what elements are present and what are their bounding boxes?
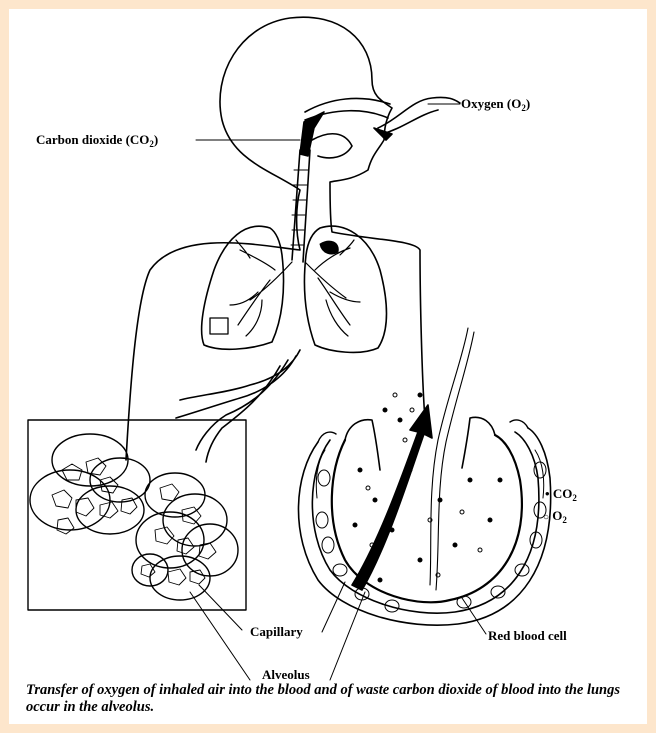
carbon-dioxide-label: Carbon dioxide (CO2)	[36, 132, 158, 149]
alveolus-label: Alveolus	[262, 667, 310, 683]
leader-lines	[190, 104, 486, 680]
legend-co2: • CO2	[545, 486, 577, 503]
co2-exhale-arrow-icon	[300, 112, 324, 156]
co2-dot-icon: •	[545, 486, 550, 501]
alveolus-cross-section-icon	[298, 417, 550, 625]
oxygen-stream-icon	[378, 97, 460, 134]
o2-circle-icon: ○	[543, 512, 549, 523]
legend-o2: ○ O2	[543, 508, 567, 525]
figure-caption: Transfer of oxygen of inhaled air into t…	[26, 682, 646, 716]
airflow-stream-icon	[430, 328, 474, 590]
body-outline-icon	[126, 17, 425, 460]
red-blood-cell-label: Red blood cell	[488, 628, 567, 644]
oxygen-label: Oxygen (O2)	[461, 96, 530, 113]
capillary-label: Capillary	[250, 624, 303, 640]
left-lung-icon	[202, 226, 284, 349]
bronchiole-branches-icon	[176, 350, 300, 462]
